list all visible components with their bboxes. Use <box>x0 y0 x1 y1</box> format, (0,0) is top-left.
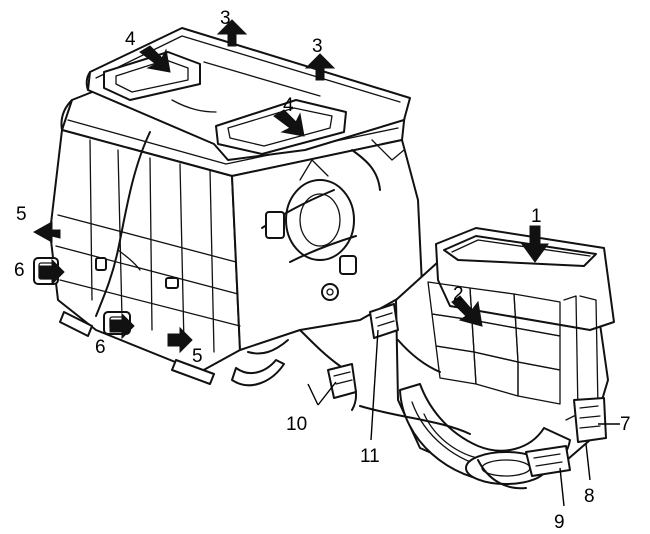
arrow-6-bottom-icon <box>109 312 135 340</box>
callout-6-left: 6 <box>14 260 25 281</box>
callout-8: 8 <box>584 486 595 507</box>
arrow-6-left-icon <box>39 258 65 286</box>
arrow-1-icon <box>521 225 549 263</box>
callout-4-right: 4 <box>283 95 294 116</box>
callout-10: 10 <box>286 414 307 435</box>
callout-5-left: 5 <box>16 204 27 225</box>
leader-lines <box>307 329 620 507</box>
arrow-4-left-icon <box>139 45 171 73</box>
callout-3-left: 3 <box>220 8 231 29</box>
callout-7: 7 <box>620 414 631 435</box>
direction-arrows <box>32 19 549 354</box>
callout-9: 9 <box>554 512 565 533</box>
callout-11: 11 <box>360 446 380 467</box>
callout-3-right: 3 <box>312 36 323 57</box>
callout-labels: 3 3 4 4 1 2 5 6 6 5 10 11 7 8 9 <box>14 8 631 533</box>
callout-2: 2 <box>453 284 464 305</box>
arrow-3-left-icon <box>216 19 248 47</box>
arrow-2-icon <box>451 295 483 327</box>
callout-4-left: 4 <box>125 29 136 50</box>
arrow-3-right-icon <box>304 53 336 81</box>
arrow-4-right-icon <box>273 109 305 137</box>
callout-6-bottom: 6 <box>95 337 106 358</box>
arrow-5-bottom-icon <box>167 326 193 354</box>
callout-1: 1 <box>531 206 542 227</box>
callout-5-bottom: 5 <box>192 346 203 367</box>
blower-unit <box>299 227 615 490</box>
